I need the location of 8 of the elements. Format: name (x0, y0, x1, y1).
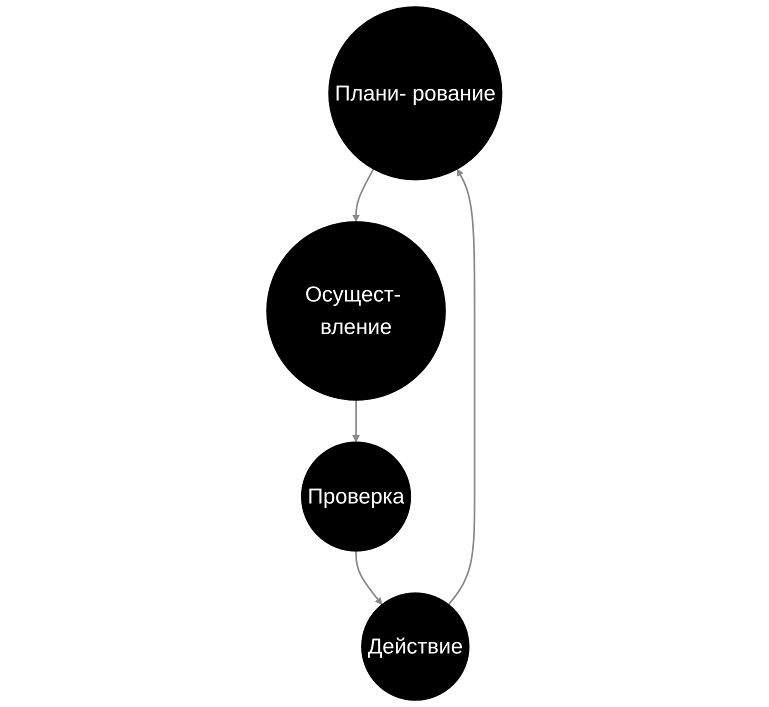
node-circle: Действие (361, 592, 470, 701)
node-circle: Плани- рование (328, 6, 503, 180)
arrow (352, 168, 374, 222)
node-circle: Осущест- вление (266, 221, 446, 401)
arrow (352, 400, 360, 442)
arrow (448, 168, 476, 605)
arrow (355, 551, 382, 605)
node-circle: Проверка (301, 441, 412, 552)
